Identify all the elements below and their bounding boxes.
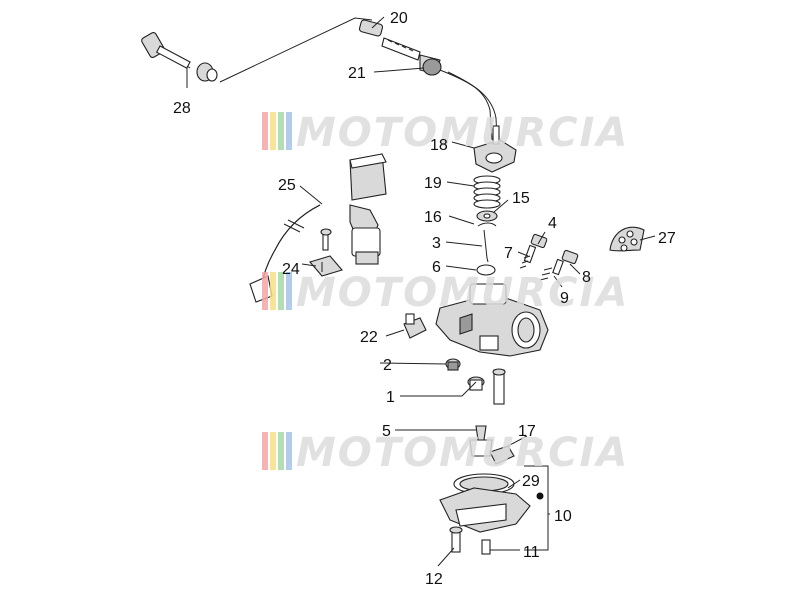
parts-4-7-8-9 — [519, 233, 579, 281]
label-part-28: 28 — [173, 100, 191, 117]
watermark-top: MOTOMURCIA — [262, 110, 629, 156]
part-labels: 20 28 21 18 19 16 15 3 6 4 7 8 9 27 25 2… — [173, 10, 676, 588]
label-part-25: 25 — [278, 177, 296, 194]
label-part-22: 22 — [360, 329, 378, 346]
part-22-fitting — [403, 313, 427, 339]
label-part-2: 2 — [383, 357, 392, 374]
leader-lines — [186, 16, 656, 567]
label-part-27: 27 — [658, 230, 676, 247]
label-part-10: 10 — [554, 508, 572, 525]
float-bowl — [439, 473, 531, 555]
watermark-stripe — [270, 432, 276, 470]
label-part-12: 12 — [425, 571, 443, 588]
watermark-text: MOTOMURCIA — [296, 430, 629, 476]
label-part-24: 24 — [282, 261, 300, 278]
watermark-stripe — [278, 272, 284, 310]
label-part-8: 8 — [582, 269, 591, 286]
watermark-stripe — [270, 272, 276, 310]
watermark-bottom: MOTOMURCIA — [262, 430, 629, 476]
watermark-stripe — [262, 112, 268, 150]
part-24-bracket — [309, 228, 343, 277]
label-part-4: 4 — [548, 215, 557, 232]
watermark-stripe — [286, 272, 292, 310]
watermark-stripe — [262, 272, 268, 310]
watermark-stripe — [286, 112, 292, 150]
label-part-21: 21 — [348, 65, 366, 82]
watermark-text: MOTOMURCIA — [296, 110, 629, 156]
label-part-3: 3 — [432, 235, 441, 252]
label-part-19: 19 — [424, 175, 442, 192]
part-18-cap — [473, 125, 517, 173]
watermark-stripe — [270, 112, 276, 150]
part-25-wire — [249, 204, 381, 303]
parts-15-16-3 — [476, 210, 498, 263]
watermark-middle: MOTOMURCIA — [262, 270, 629, 316]
watermark-stripe — [278, 432, 284, 470]
watermark-stripe — [278, 112, 284, 150]
label-part-18: 18 — [430, 137, 448, 154]
label-part-9: 9 — [560, 290, 569, 307]
reference-dot — [536, 492, 544, 500]
label-part-1: 1 — [386, 389, 395, 406]
label-part-16: 16 — [424, 209, 442, 226]
watermark-stripe — [262, 432, 268, 470]
label-part-15: 15 — [512, 190, 530, 207]
label-part-29: 29 — [522, 473, 540, 490]
watermark-stripe — [286, 432, 292, 470]
label-part-17: 17 — [518, 423, 536, 440]
part-19-spring — [473, 175, 501, 209]
parts-5-17 — [469, 425, 515, 465]
part-27-diaphragm — [609, 226, 645, 252]
watermark-text: MOTOMURCIA — [296, 270, 629, 316]
label-part-11: 11 — [523, 544, 540, 561]
part-25-block — [349, 153, 387, 201]
carburetor-body — [435, 283, 549, 357]
label-part-20: 20 — [390, 10, 408, 27]
label-part-6: 6 — [432, 259, 441, 276]
label-part-7: 7 — [504, 245, 513, 262]
part-6-slide — [476, 264, 496, 276]
label-part-5: 5 — [382, 423, 391, 440]
parts-1-2-jets — [445, 358, 506, 405]
